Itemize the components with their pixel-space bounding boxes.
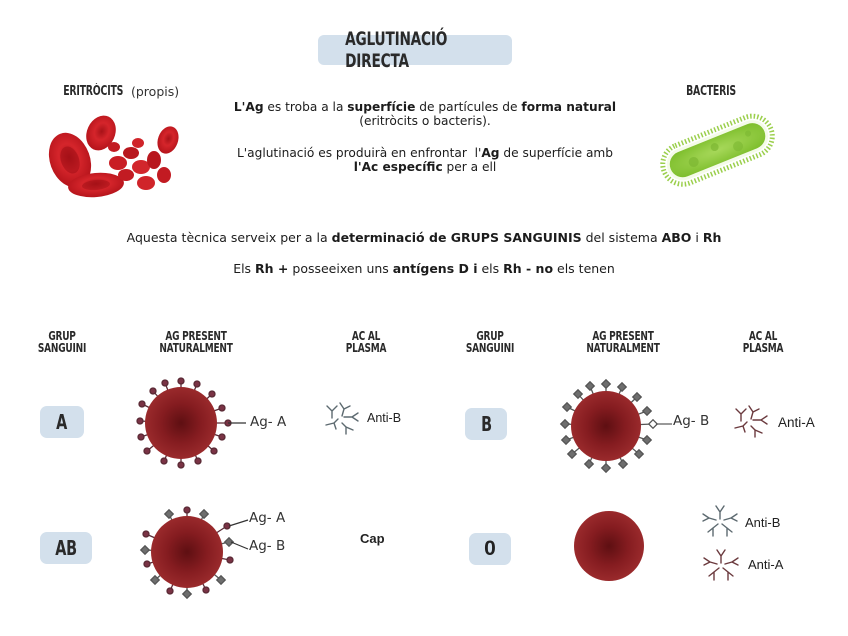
antibody-label: Anti-B <box>745 515 781 530</box>
antibody-label: Anti-A <box>778 415 815 430</box>
antigen-label: Ag- A <box>250 414 287 430</box>
red-cell-no-antigen-icon <box>574 511 644 581</box>
antibody-a-cluster-icon <box>703 549 739 581</box>
antigen-label: Ag- A <box>249 510 286 526</box>
group-badge-b: B <box>465 408 507 440</box>
red-blood-cells-illustration <box>48 115 179 198</box>
red-cell-with-antigen-b-icon <box>559 378 672 474</box>
red-cell-with-antigen-a-and-b-icon <box>139 506 249 600</box>
intro-p2-line2: l'Ac específic per a ell <box>353 160 497 174</box>
erythrocytes-note: (propis) <box>131 84 180 99</box>
antigen-label: Ag- B <box>249 538 286 554</box>
summary-line-2: Els Rh + posseeixen uns antígens D i els… <box>233 261 615 276</box>
antibody-none-label: Cap <box>360 531 385 546</box>
group-badge-ab: AB <box>40 532 92 564</box>
intro-p1-line1: L'Ag es troba a la superfície de partícu… <box>233 100 617 114</box>
bacterium-illustration <box>660 113 775 187</box>
intro-paragraph-2: L'aglutinació es produirà en enfrontar l… <box>200 146 650 174</box>
bacteria-label: BACTERIS <box>686 84 736 99</box>
group-badge-0: 0 <box>469 533 511 565</box>
antibody-a-cluster-icon <box>734 405 768 438</box>
red-cell-with-antigen-a-icon <box>136 377 246 469</box>
erythrocytes-label: ERITRÒCITS <box>63 84 124 99</box>
antigen-label: Ag- B <box>673 413 710 429</box>
intro-paragraph-1: L'Ag es troba a la superfície de partícu… <box>200 100 650 128</box>
antibody-label: Anti-B <box>367 411 402 425</box>
title-banner: AGLUTINACIÓ DIRECTA <box>318 28 512 72</box>
intro-p1-line2: (eritròcits o bacteris). <box>359 114 491 128</box>
page-title: AGLUTINACIÓ DIRECTA <box>345 28 448 72</box>
intro-p2-line1: L'aglutinació es produirà en enfrontar l… <box>236 146 614 160</box>
group-badge-a: A <box>40 406 84 438</box>
antibody-b-cluster-icon <box>702 505 738 537</box>
antibody-label: Anti-A <box>748 557 784 572</box>
summary-line-1: Aquesta tècnica serveix per a la determi… <box>126 230 722 245</box>
antibody-b-cluster-icon <box>325 402 359 435</box>
